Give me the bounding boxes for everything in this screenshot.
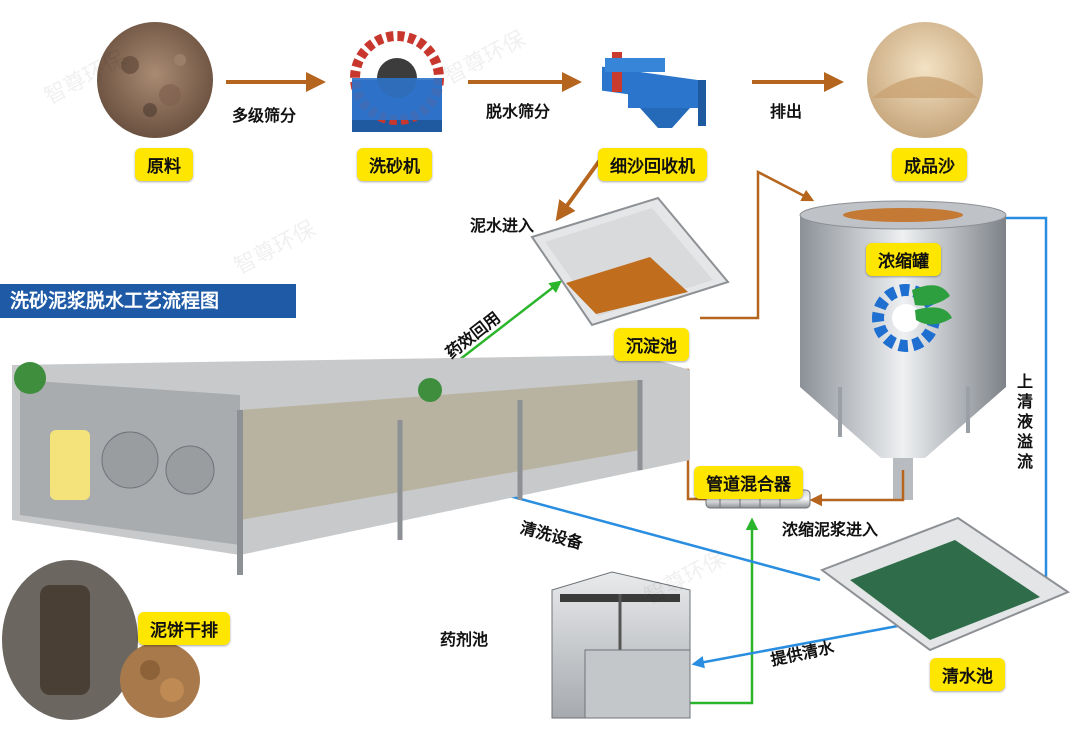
label-fine-sand-recycler: 细沙回收机	[598, 148, 707, 181]
label-pipe-mixer: 管道混合器	[694, 466, 803, 499]
flow-settling-to-thickener	[700, 169, 815, 320]
sand-washer-machine	[350, 31, 444, 132]
flow-washing	[477, 484, 821, 582]
label-raw-material: 原料	[135, 148, 193, 181]
label-slurry-in: 浓缩泥浆进入	[782, 520, 879, 539]
company-logo-icon	[872, 284, 952, 352]
clear-water-pool	[819, 516, 1071, 652]
mud-cake-image	[2, 560, 200, 720]
fine-sand-recycler-machine	[602, 52, 706, 128]
label-product-sand: 成品沙	[892, 148, 967, 181]
belt-filter-press	[12, 355, 690, 575]
diagram-title: 洗砂泥浆脱水工艺流程图	[0, 284, 296, 318]
reagent-tank	[551, 571, 691, 719]
label-mud-cake: 泥饼干排	[138, 612, 230, 645]
label-overflow: 上清液溢流	[1016, 372, 1033, 471]
flow-thickened-slurry	[809, 470, 905, 507]
product-sand-image	[867, 22, 983, 138]
label-discharge: 排出	[770, 102, 803, 121]
label-thickener: 浓缩罐	[866, 243, 941, 276]
flow-supply-water	[691, 618, 931, 669]
raw-material-image	[97, 22, 213, 138]
arrow-mud-in	[555, 158, 602, 222]
label-settling-pool: 沉淀池	[614, 328, 689, 361]
label-sand-washer: 洗砂机	[357, 148, 432, 181]
label-mud-in: 泥水进入	[470, 216, 535, 235]
label-clear-water-pool: 清水池	[930, 658, 1005, 691]
settling-pool	[530, 196, 730, 327]
label-dewater-screen: 脱水筛分	[486, 102, 551, 121]
label-multi-screen: 多级筛分	[232, 106, 297, 125]
label-reagent-tank: 药剂池	[440, 630, 489, 649]
